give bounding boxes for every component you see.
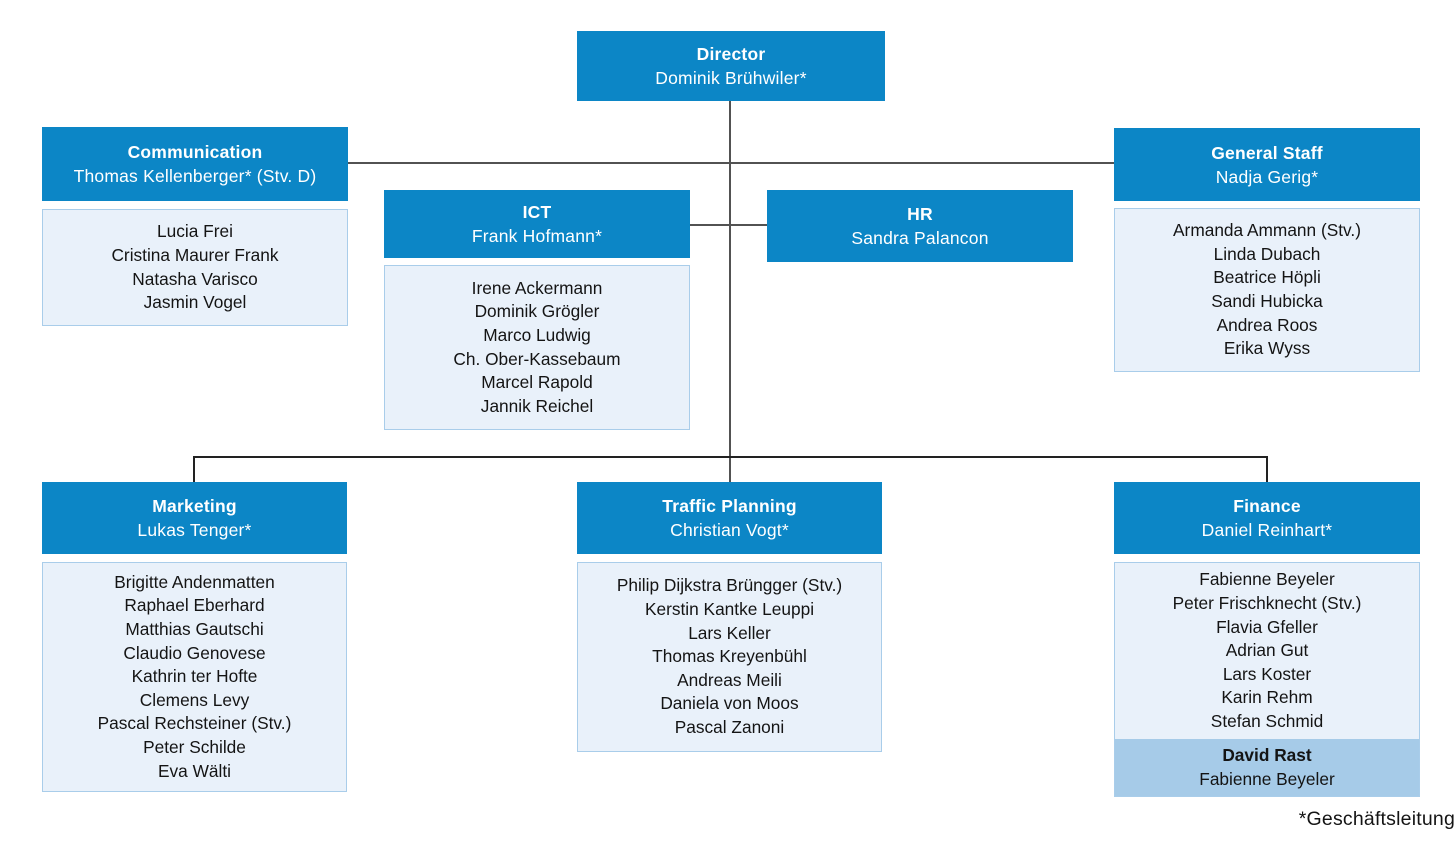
dept-marketing-header: Marketing Lukas Tenger* <box>42 482 347 554</box>
member-name: Linda Dubach <box>1213 243 1321 264</box>
member-name: Fabienne Beyeler <box>1199 768 1335 789</box>
member-name: Flavia Gfeller <box>1216 616 1318 637</box>
member-name: Daniela von Moos <box>660 693 799 714</box>
dept-marketing-title: Marketing <box>152 496 237 516</box>
member-name: Brigitte Andenmatten <box>114 571 275 592</box>
member-name: Erika Wyss <box>1223 338 1311 359</box>
dept-finance-lead: Daniel Reinhart* <box>1201 520 1333 540</box>
dept-general-staff-header: General Staff Nadja Gerig* <box>1114 128 1420 201</box>
dept-ict-lead: Frank Hofmann* <box>471 226 603 246</box>
dept-general-staff-lead: Nadja Gerig* <box>1215 166 1319 187</box>
member-name: Jasmin Vogel <box>143 292 247 313</box>
member-name: David Rast <box>1222 744 1312 765</box>
member-name: Lars Keller <box>688 622 771 643</box>
dept-finance-header: Finance Daniel Reinhart* <box>1114 482 1420 554</box>
member-name: Dominik Grögler <box>474 301 600 322</box>
connector-ict-hr-horizontal <box>690 224 767 226</box>
member-name: Armanda Ammann (Stv.) <box>1173 220 1361 241</box>
dept-director-lead: Dominik Brühwiler* <box>655 68 807 88</box>
connector-row2-horizontal <box>348 162 1114 164</box>
dept-ict-header: ICT Frank Hofmann* <box>384 190 690 258</box>
member-name: Andrea Roos <box>1216 314 1318 335</box>
member-name: Fabienne Beyeler <box>1199 569 1335 590</box>
dept-director-header: Director Dominik Brühwiler* <box>577 31 885 101</box>
dept-director-title: Director <box>696 44 766 64</box>
member-name: Eva Wälti <box>158 760 231 781</box>
dept-communication-lead: Thomas Kellenberger* (Stv. D) <box>73 166 317 186</box>
member-name: Matthias Gautschi <box>125 619 264 640</box>
member-name: Kerstin Kantke Leuppi <box>644 599 815 620</box>
member-name: Ch. Ober-Kassebaum <box>453 348 621 369</box>
dept-marketing-lead: Lukas Tenger* <box>137 520 252 540</box>
member-name: Lars Koster <box>1222 663 1312 684</box>
dept-traffic-planning-header: Traffic Planning Christian Vogt* <box>577 482 882 554</box>
member-name: Pascal Zanoni <box>674 716 785 737</box>
connector-row3-horizontal <box>193 456 1267 458</box>
dept-communication-title: Communication <box>127 142 263 162</box>
member-name: Peter Schilde <box>143 736 246 757</box>
dept-hr-lead: Sandra Palancon <box>851 228 989 248</box>
dept-hr-header: HR Sandra Palancon <box>767 190 1073 262</box>
connector-finance-drop <box>1266 456 1268 482</box>
member-name: Irene Ackermann <box>471 277 603 298</box>
dept-traffic-planning-members: Philip Dijkstra Brüngger (Stv.) Kerstin K… <box>577 562 882 752</box>
member-name: Beatrice Höpli <box>1213 267 1321 288</box>
member-name: Marcel Rapold <box>481 372 593 393</box>
member-name: Natasha Varisco <box>132 268 258 289</box>
member-name: Claudio Genovese <box>123 642 266 663</box>
dept-traffic-planning-lead: Christian Vogt* <box>670 520 789 540</box>
member-name: Adrian Gut <box>1225 640 1309 661</box>
connector-marketing-drop <box>193 456 195 482</box>
member-name: Jannik Reichel <box>480 395 594 416</box>
dept-general-staff-title: General Staff <box>1211 142 1323 163</box>
member-name: Clemens Levy <box>139 689 250 710</box>
member-name: Pascal Rechsteiner (Stv.) <box>97 713 292 734</box>
member-name: Philip Dijkstra Brüngger (Stv.) <box>616 575 843 596</box>
dept-traffic-planning-title: Traffic Planning <box>662 496 797 516</box>
footnote-geschaeftsleitung: *Geschäftsleitung <box>1298 808 1455 830</box>
member-name: Raphael Eberhard <box>124 595 265 616</box>
member-name: Peter Frischknecht (Stv.) <box>1172 593 1362 614</box>
member-name: Cristina Maurer Frank <box>111 244 279 265</box>
dept-communication-header: Communication Thomas Kellenberger* (Stv.… <box>42 127 348 201</box>
member-name: Kathrin ter Hofte <box>131 666 258 687</box>
member-name: Sandi Hubicka <box>1211 291 1323 311</box>
dept-ict-title: ICT <box>522 202 552 222</box>
member-name: Marco Ludwig <box>483 324 591 345</box>
dept-hr-title: HR <box>907 204 933 224</box>
member-name: Thomas Kreyenbühl <box>652 646 807 667</box>
dept-finance-title: Finance <box>1233 496 1301 516</box>
member-name: Stefan Schmid <box>1210 710 1324 731</box>
member-name: Karin Rehm <box>1221 687 1313 708</box>
member-name: Lucia Frei <box>157 221 233 242</box>
member-name: Andreas Meili <box>677 669 782 690</box>
connector-director-vertical <box>729 101 731 482</box>
